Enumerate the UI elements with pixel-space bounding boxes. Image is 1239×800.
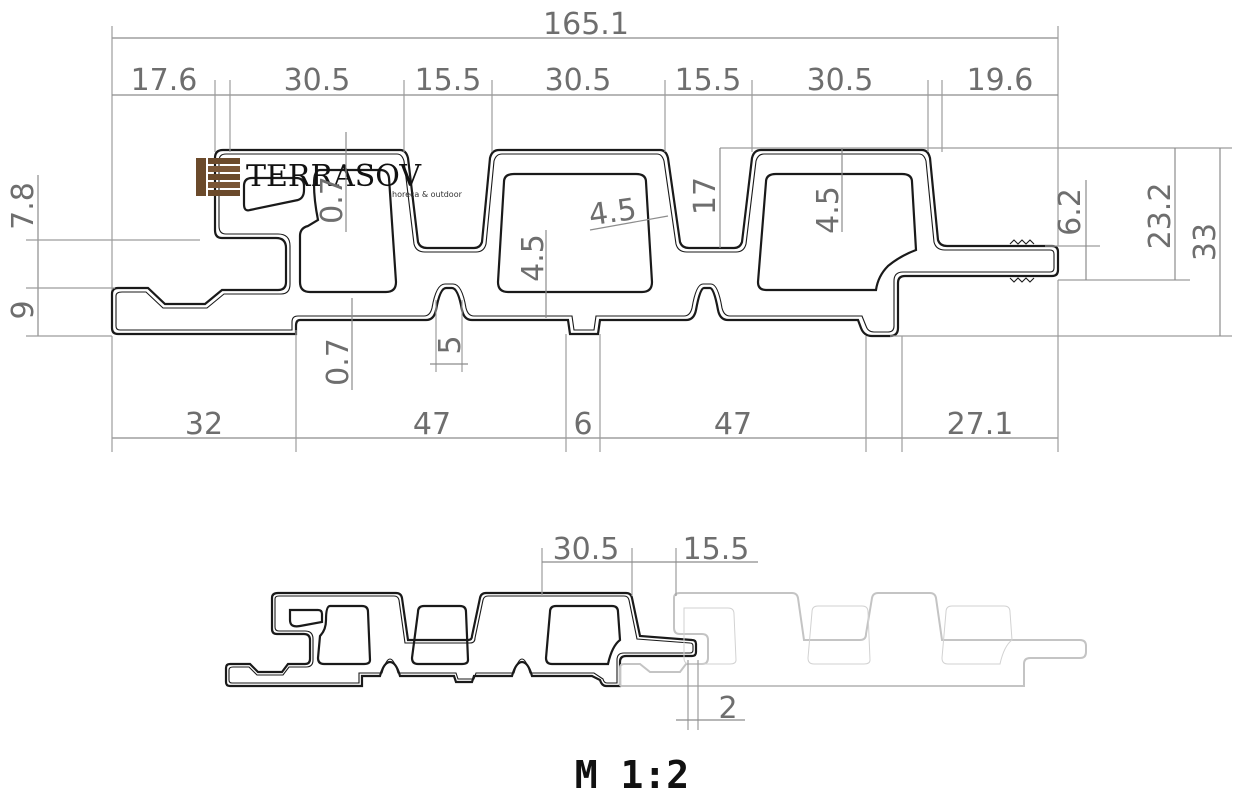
- dim-top-seg-4: 30.5: [545, 63, 612, 98]
- bottom-dimensions: 32 47 6 47 27.1: [111, 280, 1059, 452]
- dim-bottom-seg-1: 32: [185, 407, 223, 442]
- assembly-chamber-4: [544, 604, 622, 666]
- dim-top-seg-2: 30.5: [284, 63, 351, 98]
- dim-bottom-seg-3: 6: [573, 407, 592, 442]
- chamber-1: [242, 176, 306, 212]
- brand-logo: TERRASOV horeca & outdoor: [196, 158, 463, 199]
- chamber-4: [756, 172, 918, 292]
- dim-top-seg-7: 19.6: [967, 63, 1034, 98]
- assembly-chamber-2: [316, 604, 372, 666]
- right-dimensions: 6.2 23.2 33: [720, 147, 1232, 337]
- dim-top-seg-1: 17.6: [131, 63, 198, 98]
- scale-label: M 1:2: [575, 753, 689, 797]
- dim-assembly-gap: 15.5: [683, 532, 750, 567]
- inner-dimensions: 0.7 0.7 5 4.5 4.5 17 4.5: [315, 132, 846, 390]
- dim-bottom-seg-4: 47: [714, 407, 752, 442]
- assembly-view: 30.5 15.5 2: [224, 532, 1087, 730]
- dim-top-seg-6: 30.5: [807, 63, 874, 98]
- dim-joint-gap: 2: [718, 691, 737, 726]
- dim-left-upper: 7.8: [6, 182, 41, 230]
- assembly-chamber-3: [410, 604, 470, 666]
- profile-inner-wall: [115, 153, 1055, 333]
- brand-name: TERRASOV: [246, 159, 422, 194]
- assembly-profile-ghost: [619, 592, 1087, 687]
- dim-chamfer-b: 4.5: [811, 186, 846, 234]
- dim-slot-width: 5: [433, 335, 468, 354]
- profile-outline: [110, 148, 1060, 338]
- dim-top-seg-5: 15.5: [675, 63, 742, 98]
- dim-right-tongue: 6.2: [1053, 188, 1088, 236]
- chamber-3: [496, 172, 654, 294]
- tongue-serration: [1009, 239, 1035, 283]
- dim-left-lower: 9: [6, 300, 41, 319]
- assembly-profile-dark: [224, 591, 698, 688]
- dim-wall-bottom: 0.7: [321, 338, 356, 386]
- dim-overall-width: 165.1: [543, 7, 629, 42]
- brand-tagline: horeca & outdoor: [392, 190, 463, 199]
- dim-right-body: 23.2: [1143, 183, 1178, 250]
- assembly-profile-ghost-inner: [683, 605, 1013, 665]
- dim-wall-top: 0.7: [315, 176, 350, 224]
- dim-bottom-seg-2: 47: [413, 407, 451, 442]
- dim-top-seg-3: 15.5: [415, 63, 482, 98]
- top-dimensions: 165.1 17.6 30.5 15.5 30.5 15.5 30.5 19.6: [111, 7, 1059, 290]
- wood-planks-icon: [196, 158, 240, 196]
- dim-depth-b: 4.5: [516, 234, 551, 282]
- chamber-2: [298, 168, 398, 294]
- assembly-chamber-1: [288, 608, 324, 628]
- main-profile: [110, 148, 1060, 338]
- dim-right-overall: 33: [1188, 223, 1223, 261]
- dim-rib-height: 17: [688, 177, 723, 215]
- dim-chamfer-a: 4.5: [587, 192, 639, 233]
- dim-assembly-width: 30.5: [553, 532, 620, 567]
- left-dimensions: 7.8 9: [6, 175, 200, 337]
- assembly-profile-dark-inner: [228, 595, 694, 684]
- dim-bottom-seg-5: 27.1: [947, 407, 1014, 442]
